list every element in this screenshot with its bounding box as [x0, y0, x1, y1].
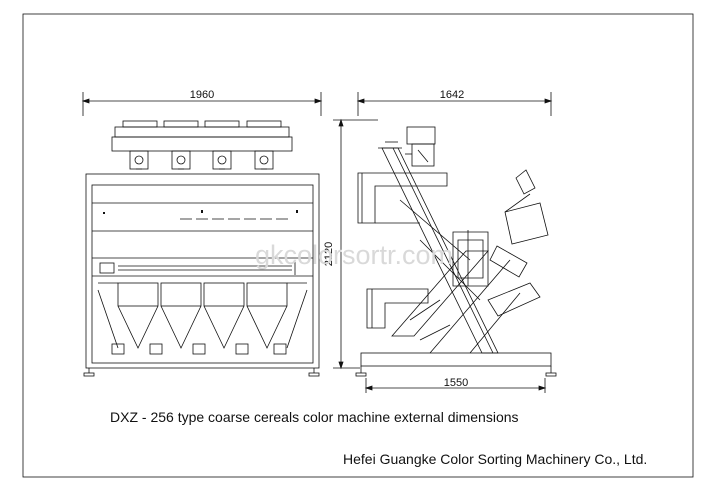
side-support-frame [391, 230, 521, 354]
company-name: Hefei Guangke Color Sorting Machinery Co… [343, 451, 648, 467]
side-view: 1642 2120 [323, 89, 557, 393]
base-length-dimension: 1550 [364, 377, 547, 393]
drawing-border [22, 13, 694, 478]
side-ejector-section [487, 169, 549, 317]
side-upper-chamber [357, 172, 448, 224]
front-feet [83, 368, 320, 377]
side-lower-chamber [366, 288, 451, 341]
front-width-label: 1960 [190, 89, 214, 101]
front-width-dimension: 1960 [81, 89, 323, 116]
side-depth-dimension: 1642 [356, 89, 553, 116]
height-label: 2120 [323, 242, 335, 266]
side-depth-label: 1642 [440, 89, 464, 101]
side-hopper [405, 126, 436, 167]
height-dimension: 2120 [323, 118, 378, 370]
base-length-label: 1550 [444, 377, 468, 389]
front-chutes [97, 282, 308, 355]
watermark: gkcolorsortr.com [255, 240, 453, 270]
front-main-body [85, 173, 320, 369]
drawing-caption: DXZ - 256 type coarse cereals color mach… [110, 409, 519, 425]
side-base [355, 352, 557, 377]
camera-units [111, 120, 293, 170]
front-view: 1960 [81, 89, 323, 377]
